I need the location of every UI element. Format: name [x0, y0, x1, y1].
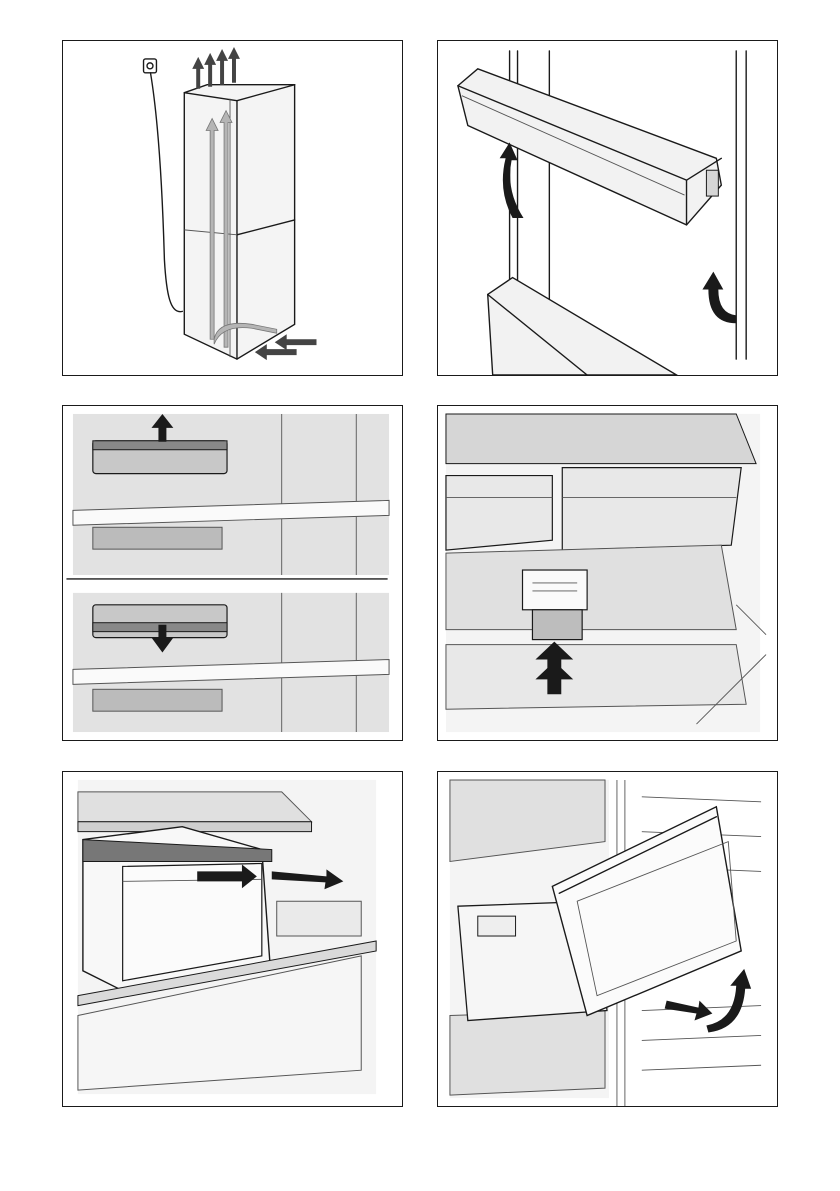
door-shelf-lower — [488, 278, 677, 375]
ventilation-illustration — [63, 41, 402, 375]
holder-adjust-illustration — [63, 406, 402, 740]
freezer-drawer-illustration — [438, 772, 777, 1106]
fridge-appliance — [184, 47, 316, 360]
door-shelf-upper — [458, 69, 721, 225]
door-shelf-illustration-panel — [437, 40, 778, 376]
exhaust-arrows — [192, 47, 240, 89]
shelf-divider — [523, 570, 588, 640]
holder-adjust-illustration-panel — [62, 405, 403, 741]
drawer-removal-illustration — [63, 772, 402, 1106]
drawer-removal-illustration-panel — [62, 771, 403, 1107]
pull-arrow-icon — [665, 1001, 713, 1021]
power-cable — [150, 73, 182, 312]
freezer-drawer-illustration-panel — [437, 771, 778, 1107]
lift-arrow-icon — [500, 142, 524, 218]
power-socket-icon — [144, 59, 157, 73]
shelf-divider-illustration — [438, 406, 777, 740]
lift-arrow-icon — [706, 969, 751, 1033]
shelf-divider-illustration-panel — [437, 405, 778, 741]
door-shelf-illustration — [438, 41, 777, 375]
crisper-drawers — [446, 468, 741, 551]
ventilation-illustration-panel — [62, 40, 403, 376]
holder-bottom-view — [73, 593, 389, 732]
holder-top-view — [73, 414, 389, 575]
lift-arrow-icon — [702, 272, 736, 324]
